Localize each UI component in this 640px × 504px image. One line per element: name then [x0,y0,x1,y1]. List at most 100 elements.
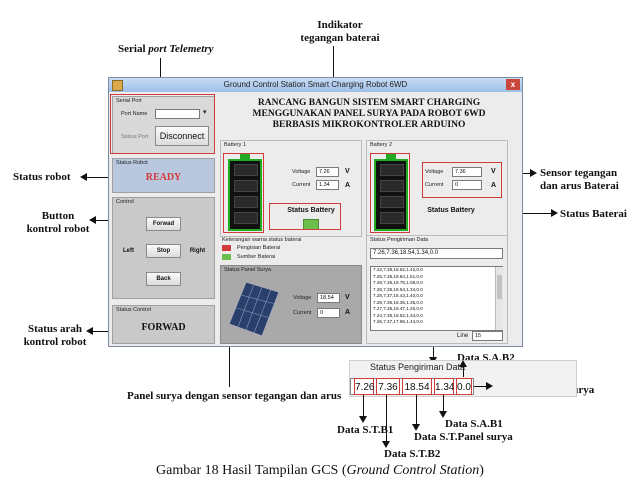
battery1-cell [234,180,258,192]
battery-status-highlight [269,203,341,230]
battery1-group: Battery 1 Voltage 7.26 V Current 1.34 A … [220,140,362,237]
log-line: 7.26,7.36,18.54,1.34,0.0 [373,286,423,292]
arrow-ab1 [439,411,447,418]
left-button[interactable]: Left [116,244,141,258]
battery2-current-label: Current [425,182,444,188]
arrow-apanel [486,382,493,390]
disconnect-button[interactable]: Disconnect [155,126,209,146]
log-line: 7.28,7.36,18.75,1.09,0.0 [373,280,423,285]
status-robot-caption: Status Robot [116,160,148,166]
battery2-caption: Battery 2 [370,142,393,148]
annotation-ds-tpanel: Data S.T.Panel surya [414,431,513,443]
serial-port-group: Serial Port Port Name ▾ Status Port Disc… [112,96,215,154]
port-name-label: Port Name [121,111,148,117]
annotation-ds-ab1: Data S.A.B1 [445,418,503,430]
arrow-status-arah [86,327,93,335]
figure-caption-prefix: Gambar 18 Hasil Tampilan GCS ( [156,463,347,478]
zoom-cell-ab2: 0.0 [456,378,472,395]
figure-caption-italic: Ground Control Station [346,463,480,478]
zoom-caption: Status Pengiriman Data [370,362,466,372]
leader-serial [160,58,161,90]
zoom-cell-ab1: 1.34 [434,378,454,395]
battery1-v-unit: V [345,168,350,175]
annotation-button-kontrol-1: Button [41,210,75,222]
pengiriman-current-field[interactable]: 7.26,7.36,18.54,1.34,0.0 [370,248,503,259]
battery2-current-field[interactable]: 0 [452,180,482,190]
annotation-panel-surya: Panel surya dengan sensor tegangan dan a… [127,390,342,402]
status-control-value: FORWAD [141,322,186,333]
pengiriman-caption: Status Pengiriman Data [370,237,429,243]
legend-swatch-source [222,254,231,260]
battery1-caption: Battery 1 [224,142,247,148]
scrollbar-thumb[interactable] [497,275,502,299]
battery1-current-label: Current [292,182,311,188]
serial-port-highlight [110,94,215,154]
port-select[interactable] [155,109,200,119]
leader-ab2 [463,365,464,377]
panel-current-label: Current [293,310,312,316]
heading-line-2: MENGGUNAKAN PANEL SURYA PADA ROBOT 6WD [252,109,486,119]
leader-button [95,220,110,221]
leader-status-arah [92,331,110,332]
status-robot-value: READY [145,172,182,183]
control-group: Control Forwad Left Stop Right Back [112,197,215,299]
heading-line-3: BERBASIS MIKROKONTROLER ARDUINO [272,120,466,130]
close-button[interactable]: x [506,79,520,90]
annotation-indikator-line2: tegangan baterai [300,32,380,44]
annotation-serial-port-b: port Telemetry [148,43,214,55]
battery2-cell [380,180,404,192]
chevron-down-icon[interactable]: ▾ [203,109,207,116]
annotation-status-arah-1: Status arah [27,323,83,335]
arrow-tpanel [412,424,420,431]
battery1-status-label: Status Battery [287,207,335,214]
leader-apanel [474,386,488,387]
heading-line-1: RANCANG BANGUN SISTEM SMART CHARGING [257,98,481,108]
right-button[interactable]: Right [185,244,210,258]
back-button[interactable]: Back [146,272,181,286]
title-bar: Ground Control Station Smart Charging Ro… [109,78,522,92]
panel-voltage-label: Voltage [293,295,312,301]
line-field[interactable]: 15 [472,331,503,341]
stop-button[interactable]: Stop [146,244,181,258]
status-port-label: Status Port [121,134,149,140]
window-title: Ground Control Station Smart Charging Ro… [223,80,408,89]
battery1-voltage-field[interactable]: 7.26 [316,167,339,177]
annotation-sensor-tegangan: Sensor tegangan dan arus Baterai [540,167,619,193]
arrow-status-baterai [551,209,558,217]
panel-v-unit: V [345,294,350,301]
gcs-window: Ground Control Station Smart Charging Ro… [108,77,523,347]
battery1-highlight [223,153,264,233]
battery1-cell [234,164,258,176]
annotation-status-arah: Status arah kontrol robot [20,323,90,349]
scrollbar[interactable] [495,267,503,330]
log-line: 7.24,7.36,18.52,1.34,0.0 [373,312,423,318]
serial-port-caption: Serial Port [116,98,142,104]
battery1-a-unit: A [345,182,351,189]
forward-button[interactable]: Forwad [146,217,181,231]
annotation-ds-tb1: Data S.T.B1 [337,424,394,436]
arrow-sensor [530,169,537,177]
leader-panel [229,345,230,387]
app-icon [112,80,123,91]
battery1-cell [234,212,258,224]
figure-caption-suffix: ) [479,463,484,478]
battery2-voltage-field[interactable]: 7.36 [452,167,482,177]
battery1-indicator [228,154,262,231]
panel-caption: Status Panel Surya [224,267,272,273]
battery1-current-field[interactable]: 1.34 [316,180,339,190]
zoom-cell-tb1: 7.26 [354,378,374,395]
annotation-button-kontrol: Button kontrol robot [23,210,93,236]
battery2-a-unit: A [491,182,497,189]
battery2-cell [380,164,404,176]
log-line: 7.28,7.36,18.35,1.35,0.0 [373,299,423,305]
battery2-tip [386,154,396,159]
legend-label-source: Sumber Baterai [237,254,276,260]
panel-current-field[interactable]: 0 [317,308,340,318]
app-heading: RANCANG BANGUN SISTEM SMART CHARGING MEN… [224,98,514,131]
zoom-cell-tb2: 7.36 [376,378,400,395]
zoom-cell-tpanel: 18.54 [402,378,432,395]
battery2-v-unit: V [491,168,496,175]
panel-voltage-field[interactable]: 18.54 [317,293,340,303]
